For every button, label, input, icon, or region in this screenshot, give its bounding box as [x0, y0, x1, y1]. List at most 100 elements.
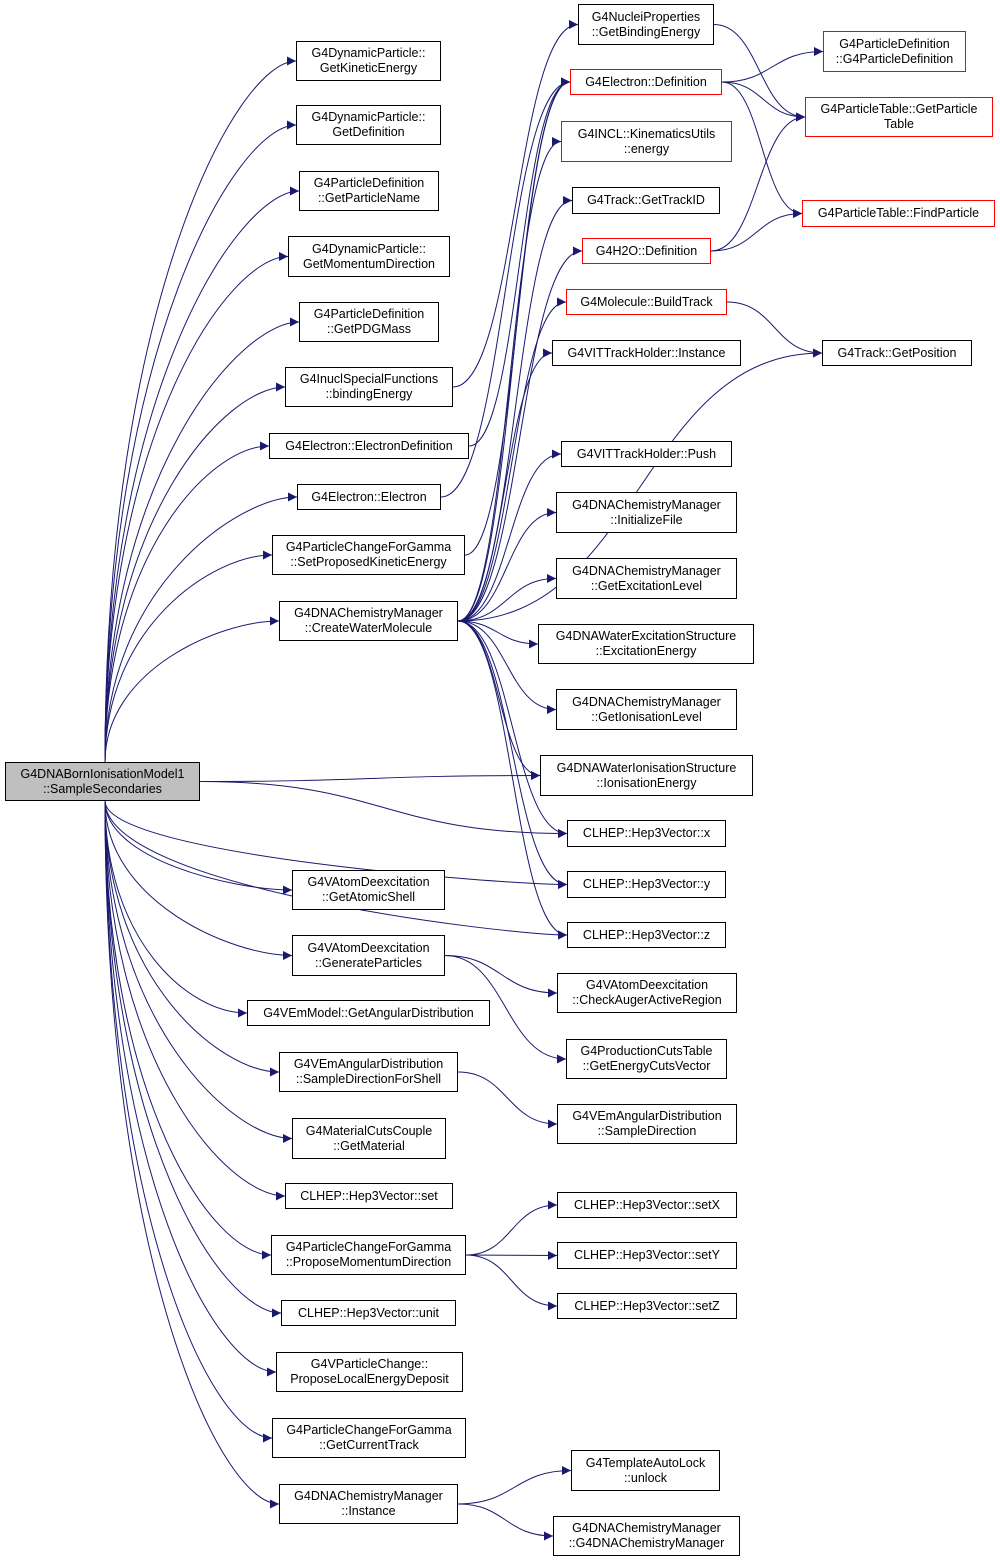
node-dnachemistrymanager-getexcitationlevel[interactable]: G4DNAChemistryManager::GetExcitationLeve…: [556, 558, 737, 599]
node-vatomdeexcitation-generateparticles[interactable]: G4VAtomDeexcitation::GenerateParticles: [292, 935, 445, 976]
node-dnawaterexcitationstructure-excitationenergy[interactable]: G4DNAWaterExcitationStructure::Excitatio…: [538, 624, 754, 664]
edge-cm_inst-to-tal: [457, 1466, 572, 1505]
node-root-sample-secondaries: G4DNABornIonisationModel1::SampleSeconda…: [5, 762, 200, 801]
node-dnachemistrymanager-instance[interactable]: G4DNAChemistryManager::Instance: [279, 1484, 458, 1524]
edge-h2o-to-pt_find: [710, 209, 803, 252]
edge-el_def-to-pd_ctor: [721, 47, 824, 83]
edge-cwm-to-h3x: [457, 620, 568, 838]
edge-root-to-cwm: [104, 616, 280, 763]
node-nucleiproperties-getbindingenergy[interactable]: G4NucleiProperties::GetBindingEnergy: [578, 4, 714, 45]
node-vatomdeexcitation-checkaugeractiveregion[interactable]: G4VAtomDeexcitation::CheckAugerActiveReg…: [557, 973, 737, 1013]
node-vatomdeexcitation-getatomicshell[interactable]: G4VAtomDeexcitation::GetAtomicShell: [292, 870, 445, 910]
node-molecule-buildtrack[interactable]: G4Molecule::BuildTrack: [566, 289, 727, 315]
edge-cwm-to-incl: [457, 137, 562, 622]
edge-root-to-pcg_mom: [104, 800, 272, 1260]
node-hep3vector-y[interactable]: CLHEP::Hep3Vector::y: [567, 871, 726, 898]
edge-cwm-to-wes: [457, 620, 539, 649]
edge-pcg_mom-to-h3_setx: [465, 1200, 558, 1256]
edge-root-to-vad_gen: [104, 800, 293, 960]
node-dnachemistrymanager-constructor[interactable]: G4DNAChemistryManager::G4DNAChemistryMan…: [553, 1516, 740, 1556]
node-vittrackholder-instance[interactable]: G4VITTrackHolder::Instance: [552, 340, 741, 366]
edge-root-to-vpc: [104, 800, 277, 1377]
edge-cwm-to-trk_id: [457, 196, 573, 622]
edge-vad_gen-to-pct: [444, 955, 567, 1064]
edge-mol-to-trk_pos: [726, 301, 823, 358]
node-track-gettrackid[interactable]: G4Track::GetTrackID: [572, 187, 720, 214]
node-electron-definition[interactable]: G4Electron::Definition: [570, 69, 722, 95]
edge-root-to-vad_shell: [104, 800, 293, 895]
node-dynamicparticle-getdefinition[interactable]: G4DynamicParticle::GetDefinition: [296, 105, 441, 145]
node-particledefinition-getpdgmass[interactable]: G4ParticleDefinition::GetPDGMass: [299, 302, 439, 342]
node-productioncutstable-getenergycutsvector[interactable]: G4ProductionCutsTable::GetEnergyCutsVect…: [566, 1039, 727, 1079]
node-materialcutscouple-getmaterial[interactable]: G4MaterialCutsCouple::GetMaterial: [292, 1118, 446, 1159]
edge-el-to-el_def: [440, 77, 571, 498]
edge-np-to-pt_get: [713, 24, 806, 122]
edge-root-to-h3_set: [104, 800, 286, 1201]
node-electron-electron[interactable]: G4Electron::Electron: [297, 484, 441, 510]
edge-root-to-h3_unit: [104, 800, 282, 1318]
edge-root-to-mcc: [104, 800, 293, 1143]
edge-root-to-h3x: [199, 781, 568, 838]
node-incl-kinematicsutils-energy[interactable]: G4INCL::KinematicsUtils::energy: [561, 121, 732, 162]
edge-cwm-to-h3z: [457, 620, 568, 940]
node-vittrackholder-push[interactable]: G4VITTrackHolder::Push: [561, 441, 732, 467]
edge-vead_shell-to-vead_dir: [457, 1071, 558, 1129]
edge-vad_gen-to-vad_auger: [444, 955, 558, 998]
node-hep3vector-setx[interactable]: CLHEP::Hep3Vector::setX: [557, 1192, 737, 1218]
edge-cwm-to-vit_inst: [457, 348, 553, 622]
node-vemangulardistribution-sampledirection[interactable]: G4VEmAngularDistribution::SampleDirectio…: [557, 1104, 737, 1144]
edge-root-to-pcg_set: [104, 550, 273, 763]
edge-root-to-h3y: [104, 800, 568, 889]
edge-root-to-dp_mom: [104, 252, 289, 763]
edge-cwm-to-cm_exc: [457, 574, 557, 622]
edge-pcg_mom-to-h3_setz: [465, 1254, 558, 1311]
node-vemmodel-getangulardistribution[interactable]: G4VEmModel::GetAngularDistribution: [247, 1000, 490, 1026]
edge-root-to-inucl: [104, 382, 286, 763]
node-hep3vector-sety[interactable]: CLHEP::Hep3Vector::setY: [557, 1242, 737, 1269]
edge-cwm-to-cm_ion: [457, 620, 557, 714]
node-particlechangeforgamma-setproposedkineticenergy[interactable]: G4ParticleChangeForGamma::SetProposedKin…: [272, 535, 465, 575]
node-particletable-findparticle[interactable]: G4ParticleTable::FindParticle: [802, 200, 995, 227]
node-hep3vector-unit[interactable]: CLHEP::Hep3Vector::unit: [281, 1300, 456, 1326]
edge-inucl-to-np: [452, 20, 579, 388]
edge-root-to-vem_ang: [104, 800, 248, 1018]
node-particlechangeforgamma-getcurrenttrack[interactable]: G4ParticleChangeForGamma::GetCurrentTrac…: [272, 1418, 466, 1458]
edge-cwm-to-el_def: [457, 77, 571, 622]
node-particledefinition-getparticlename[interactable]: G4ParticleDefinition::GetParticleName: [299, 171, 439, 211]
node-templateautolock-unlock[interactable]: G4TemplateAutoLock::unlock: [571, 1450, 720, 1491]
node-track-getposition[interactable]: G4Track::GetPosition: [822, 340, 972, 366]
node-h2o-definition[interactable]: G4H2O::Definition: [582, 238, 711, 264]
node-hep3vector-setz[interactable]: CLHEP::Hep3Vector::setZ: [557, 1293, 737, 1319]
edge-h2o-to-pt_get: [710, 112, 806, 252]
edge-root-to-pd_mass: [104, 317, 300, 763]
node-vparticlechange-proposelocalenergydeposit[interactable]: G4VParticleChange::ProposeLocalEnergyDep…: [276, 1352, 463, 1392]
node-inuclspecialfunctions-bindingenergy[interactable]: G4InuclSpecialFunctions::bindingEnergy: [285, 367, 453, 407]
edge-root-to-el: [104, 492, 298, 763]
node-vemangulardistribution-sampledirectionforshell[interactable]: G4VEmAngularDistribution::SampleDirectio…: [279, 1052, 458, 1092]
node-hep3vector-set[interactable]: CLHEP::Hep3Vector::set: [285, 1183, 453, 1209]
edge-cwm-to-trk_pos: [457, 348, 823, 622]
edge-pcg_mom-to-h3_sety: [465, 1250, 558, 1260]
node-dynamicparticle-getmomentumdirection[interactable]: G4DynamicParticle::GetMomentumDirection: [288, 236, 450, 277]
edge-root-to-pcg_track: [104, 800, 273, 1443]
node-dnachemistrymanager-getionisationlevel[interactable]: G4DNAChemistryManager::GetIonisationLeve…: [556, 689, 737, 730]
edge-root-to-dp_def: [104, 120, 297, 763]
edge-root-to-vead_shell: [104, 800, 280, 1077]
node-hep3vector-z[interactable]: CLHEP::Hep3Vector::z: [567, 922, 726, 948]
edge-cm_inst-to-cm_ctor: [457, 1503, 554, 1541]
edge-root-to-cm_inst: [104, 800, 280, 1509]
node-dnawaterionisationstructure-ionisationenergy[interactable]: G4DNAWaterIonisationStructure::Ionisatio…: [540, 755, 753, 796]
edge-cwm-to-h3y: [457, 620, 568, 889]
node-electron-electrondefinition[interactable]: G4Electron::ElectronDefinition: [269, 433, 469, 459]
node-particledefinition-constructor[interactable]: G4ParticleDefinition::G4ParticleDefiniti…: [823, 31, 966, 72]
node-dnachemistrymanager-initializefile[interactable]: G4DNAChemistryManager::InitializeFile: [556, 492, 737, 533]
node-dynamicparticle-getkineticenergy[interactable]: G4DynamicParticle::GetKineticEnergy: [296, 41, 441, 81]
edge-el_def-to-pt_get: [721, 81, 806, 122]
edge-eldef-to-el_def: [468, 77, 571, 447]
edge-cwm-to-h2o: [457, 246, 583, 622]
edge-cwm-to-wis: [457, 620, 541, 780]
node-hep3vector-x[interactable]: CLHEP::Hep3Vector::x: [567, 820, 726, 847]
node-dnachemistrymanager-createwatermolecule[interactable]: G4DNAChemistryManager::CreateWaterMolecu…: [279, 601, 458, 641]
node-particlechangeforgamma-proposemomentumdirection[interactable]: G4ParticleChangeForGamma::ProposeMomentu…: [271, 1235, 466, 1275]
